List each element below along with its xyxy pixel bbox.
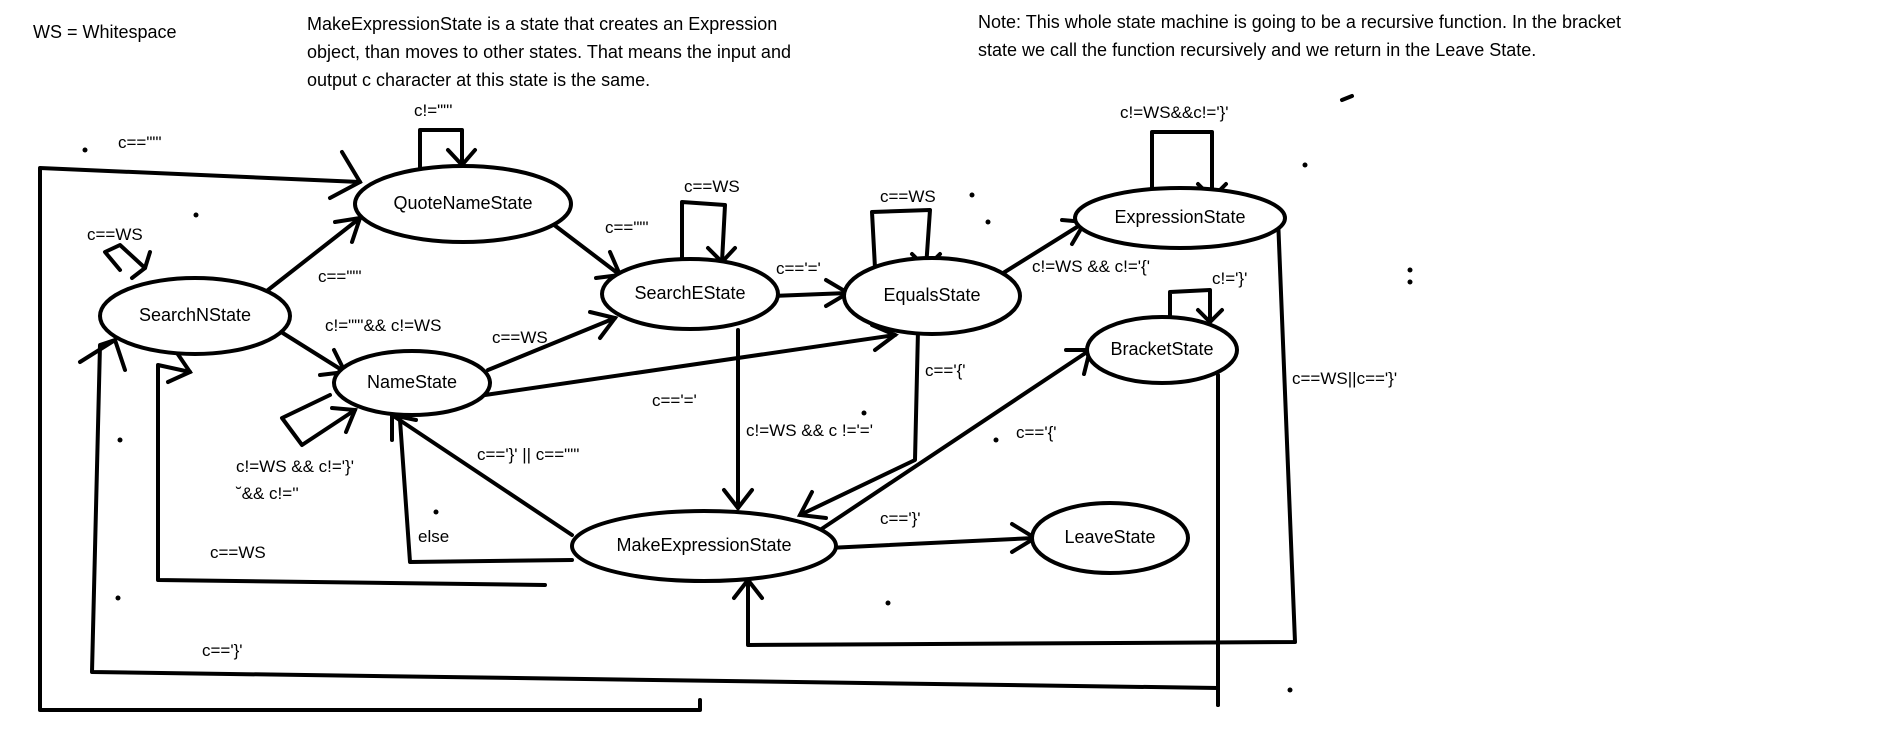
edge-searchn-to-quote-name (266, 216, 362, 292)
edge-label-quote-to-searche: c==""' (605, 218, 649, 237)
edge-label-searchn-self: c==WS (87, 225, 143, 244)
arrowhead-bracket-self (1196, 308, 1224, 325)
edge-outer-loop-to-quote-name (38, 166, 702, 712)
stray-dot (985, 219, 991, 225)
edge-label-equals-to-make: c=='{' (925, 361, 966, 380)
arrowhead-equals-to-make-expression (796, 490, 828, 520)
stray-dot (1287, 687, 1293, 693)
stray-dot (433, 509, 439, 515)
stray-dot (117, 437, 123, 443)
edge-quote-name-to-searche (543, 216, 622, 277)
edge-label-searchn-to-name: c!=""'&& c!=WS (325, 316, 441, 335)
edge-label-top-quote-loop: c==""' (118, 133, 162, 152)
edge-label-equals-to-bracket: c=='{' (1016, 423, 1057, 442)
state-label-leave: LeaveState (1064, 527, 1155, 547)
stray-dot (193, 212, 199, 218)
note-recursive-line-2: state we call the function recursively a… (978, 40, 1536, 60)
stray-dot (82, 147, 88, 153)
edge-make-expression-else-to-name (398, 418, 574, 564)
arrowhead-searche-to-make-expression (722, 488, 754, 512)
note-whitespace: WS = Whitespace (33, 22, 177, 42)
edge-label-searche-to-make: c!=WS && c !='=' (746, 421, 873, 440)
note-make-expression-line-2: object, than moves to other states. That… (307, 42, 791, 62)
edge-searche-self-loop (680, 200, 727, 264)
edge-label-searche-self: c==WS (684, 177, 740, 196)
state-label-bracket: BracketState (1110, 339, 1213, 359)
edge-name-to-searche (486, 316, 617, 372)
edge-label-make-to-name: c=='}' || c==""' (477, 445, 579, 464)
state-label-name: NameState (367, 372, 457, 392)
stray-dot (1407, 279, 1413, 285)
edge-label-make-to-searchn-ws: c==WS (210, 543, 266, 562)
edge-label-expression-self: c!=WS&&c!='}' (1120, 103, 1229, 122)
edge-label-equals-to-expression: c!=WS && c!='{' (1032, 257, 1150, 276)
edge-make-expression-to-searchn-ws (156, 363, 547, 587)
edge-label-name-self-2: ˘&& c!='' (235, 484, 299, 503)
arrowhead-name-to-searche (588, 310, 619, 340)
edge-label-equals-self: c==WS (880, 187, 936, 206)
state-name (332, 349, 492, 417)
state-label-expression: ExpressionState (1114, 207, 1245, 227)
edge-label-searche-to-equals: c=='=' (776, 259, 821, 278)
state-label-quote-name: QuoteNameState (393, 193, 532, 213)
edge-equals-to-make-expression (798, 328, 920, 517)
note-make-expression-line-3: output c character at this state is the … (307, 70, 650, 90)
edge-equals-self-loop (870, 208, 932, 270)
edge-searchn-self-loop (103, 243, 147, 272)
state-label-make-expression: MakeExpressionState (616, 535, 791, 555)
arrowhead-searchn-self (130, 250, 152, 280)
state-bracket (1085, 315, 1239, 385)
stray-dot (861, 410, 867, 416)
state-search-n (98, 276, 292, 356)
arrowhead-name-self (330, 406, 358, 434)
edge-name-to-equals (483, 333, 897, 397)
edge-label-name-to-searche: c==WS (492, 328, 548, 347)
edge-bottom-to-searchn (90, 338, 1220, 707)
state-equals (842, 256, 1022, 336)
note-make-expression-line-1: MakeExpressionState is a state that crea… (307, 14, 777, 34)
edge-searche-to-equals (770, 291, 850, 298)
edge-name-self-loop (280, 393, 357, 447)
edge-label-name-to-equals: c=='=' (652, 391, 697, 410)
state-leave (1030, 501, 1190, 575)
arrowhead-make-expression-to-searchn (166, 348, 193, 384)
stray-dot (993, 437, 999, 443)
edge-label-make-else: else (418, 527, 449, 546)
edge-expression-to-make-expression (746, 216, 1297, 647)
edge-label-expression-to-make: c==WS||c=='}' (1292, 369, 1397, 388)
state-expression (1073, 186, 1287, 250)
stray-mark (1340, 94, 1354, 102)
edge-label-bracket-self: c!='}' (1212, 269, 1247, 288)
state-search-e (600, 257, 780, 331)
state-label-search-e: SearchEState (634, 283, 745, 303)
edge-expression-self-loop (1150, 130, 1214, 200)
edge-label-searchn-to-quote: c==""' (318, 267, 362, 286)
stray-dot (1302, 162, 1308, 168)
edge-label-quote-self: c!=""' (414, 101, 452, 120)
state-label-search-n: SearchNState (139, 305, 251, 325)
edge-equals-to-expression (998, 220, 1087, 277)
stray-dot (1407, 267, 1413, 273)
state-quote-name (353, 164, 573, 244)
stray-dot (885, 600, 891, 606)
stray-dot (115, 595, 121, 601)
edge-label-make-to-leave: c=='}' (880, 509, 921, 528)
edge-quote-name-self-loop (418, 128, 464, 172)
state-label-equals: EqualsState (883, 285, 980, 305)
edge-make-expression-to-name (390, 413, 574, 537)
edge-make-expression-to-bracket (818, 348, 1092, 532)
note-recursive-line-1: Note: This whole state machine is going … (978, 12, 1621, 32)
edge-make-expression-to-leave (826, 536, 1037, 550)
state-make-expression (570, 509, 838, 583)
edge-label-name-self-1: c!=WS && c!='}' (236, 457, 354, 476)
edge-bracket-self-loop (1168, 288, 1212, 327)
arrowhead-bottom-to-searchn (78, 336, 127, 372)
arrowhead-quote-name-left (328, 150, 363, 200)
stray-dot (969, 192, 975, 198)
edge-label-bottom-to-searchn: c=='}' (202, 641, 243, 660)
